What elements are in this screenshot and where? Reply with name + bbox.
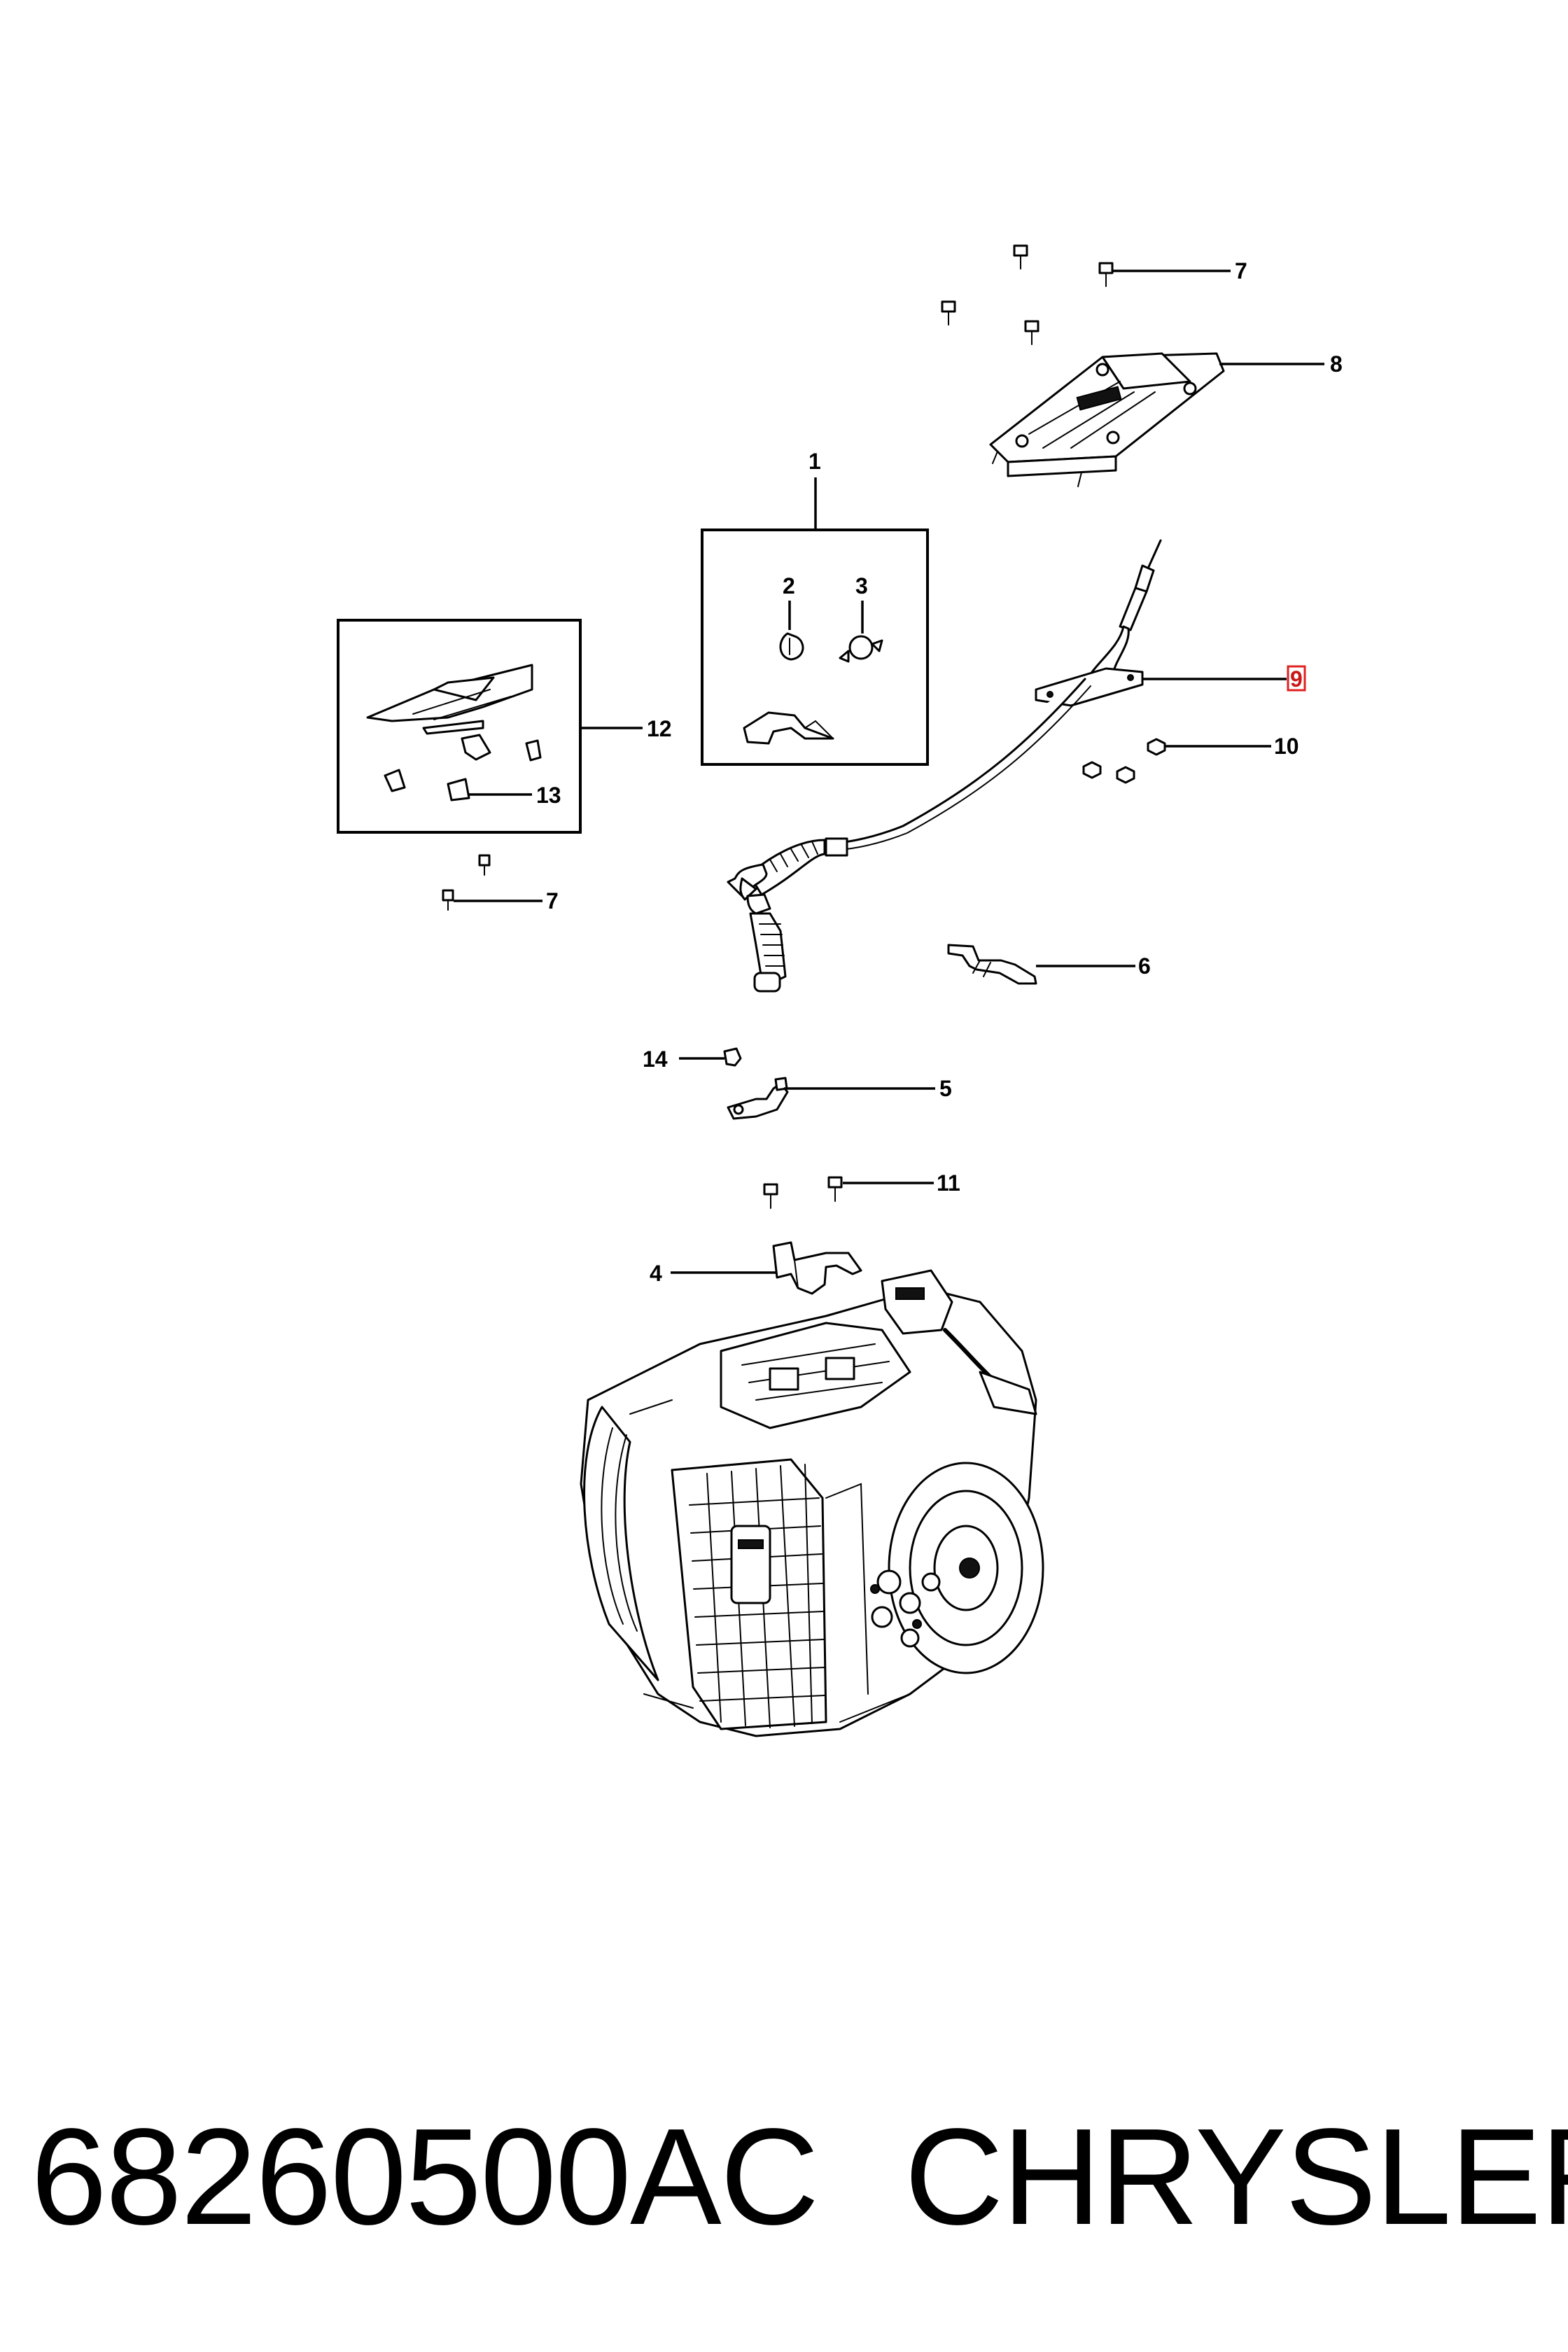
callout-14: 14 — [643, 1046, 668, 1072]
kit-box-12 — [337, 619, 582, 834]
clips-in-kit — [384, 734, 542, 802]
bolt-group-top — [941, 244, 1114, 345]
callout-6: 6 — [1138, 953, 1151, 979]
callout-12: 12 — [647, 716, 672, 741]
callout-4: 4 — [650, 1261, 662, 1286]
highlight-box-9 — [1287, 665, 1306, 692]
kit-box-1 — [701, 528, 929, 766]
callout-9: 9 — [1290, 666, 1303, 692]
callout-11: 11 — [937, 1170, 960, 1196]
clip-part-3 — [839, 635, 883, 663]
clip-part-2 — [779, 632, 804, 661]
transmission-assembly — [580, 1269, 1044, 1737]
callout-7-top: 7 — [1235, 258, 1247, 284]
bracket-in-kit — [743, 711, 834, 745]
callout-2: 2 — [783, 573, 795, 598]
callout-1: 1 — [808, 449, 821, 474]
bolt-group-11 — [763, 1176, 843, 1209]
callout-3: 3 — [855, 573, 868, 598]
callout-10: 10 — [1274, 734, 1299, 759]
bracket-part-5 — [727, 1077, 789, 1120]
gearshift-cable — [727, 539, 1162, 993]
cable-bracket-6 — [947, 944, 1037, 985]
callout-13: 13 — [536, 783, 561, 808]
brand-name: CHRYSLER — [904, 2100, 1568, 2253]
bolt-group-left — [442, 854, 491, 911]
retainer-plate-12 — [366, 664, 533, 735]
nut-group — [1082, 738, 1166, 784]
shifter-bracket-plate — [989, 352, 1225, 487]
clip-part-14 — [723, 1047, 742, 1067]
callout-7-left: 7 — [546, 888, 559, 913]
bracket-part-4 — [772, 1241, 862, 1295]
callout-8: 8 — [1330, 351, 1343, 377]
part-number: 68260500AC — [31, 2100, 819, 2253]
callout-5: 5 — [939, 1076, 952, 1101]
